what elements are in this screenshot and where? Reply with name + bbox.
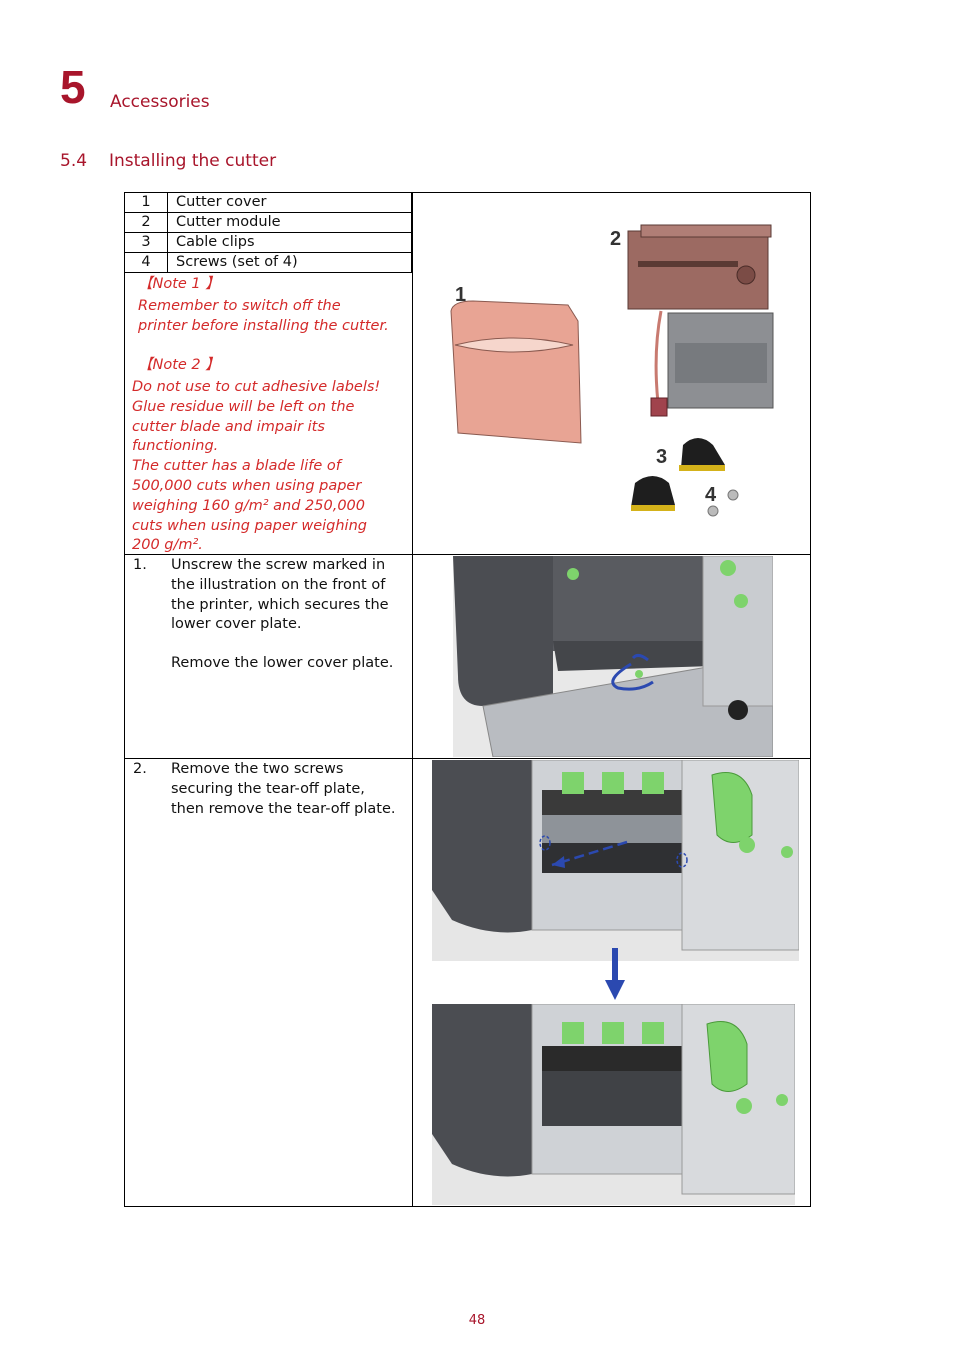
rotate-arrow-icon xyxy=(611,662,654,691)
cutter-cover-image xyxy=(450,300,582,444)
step1-printer-illustration xyxy=(453,556,773,757)
screw-marker xyxy=(635,670,643,678)
note2-text: Do not use to cut adhesive labels! Glue … xyxy=(132,379,381,554)
label-2: 2 xyxy=(610,228,621,250)
part-label: Cutter cover xyxy=(167,192,412,213)
instruction-table xyxy=(124,192,811,1207)
note2-heading: 【Note 2 】 xyxy=(138,357,220,373)
part-label: Cable clips xyxy=(167,232,412,253)
part-number: 1 xyxy=(124,192,168,213)
row-divider xyxy=(124,758,811,759)
cutter-module-image xyxy=(627,224,774,417)
part-number: 2 xyxy=(124,212,168,233)
note1-text: Remember to switch off the printer befor… xyxy=(138,298,389,334)
step1-number: 1. xyxy=(133,557,147,573)
step1-text2: Remove the lower cover plate. xyxy=(171,655,394,671)
row-divider xyxy=(124,554,811,555)
screws-image xyxy=(707,489,739,517)
step2-number: 2. xyxy=(133,761,147,777)
step1-text: Unscrew the screw marked in the illustra… xyxy=(171,557,389,633)
chapter-title: Accessories xyxy=(110,92,210,112)
part-number: 3 xyxy=(124,232,168,253)
step2-printer-before-illustration xyxy=(432,760,799,961)
table-divider xyxy=(412,192,413,1207)
page-number: 48 xyxy=(468,1313,486,1328)
step2-text: Remove the two screws securing the tear-… xyxy=(171,761,396,817)
part-label: Cutter module xyxy=(167,212,412,233)
arrow-down-icon xyxy=(605,948,625,1000)
screw-marker xyxy=(539,835,551,851)
label-1: 1 xyxy=(455,284,466,306)
note1-heading: 【Note 1 】 xyxy=(138,276,220,292)
part-label: Screws (set of 4) xyxy=(167,252,412,273)
cable-clips-image xyxy=(631,438,725,511)
section-number: 5.4 xyxy=(60,151,88,171)
label-3: 3 xyxy=(656,446,667,468)
remove-arrow-icon xyxy=(551,840,628,867)
label-4: 4 xyxy=(705,484,717,506)
chapter-number: 5 xyxy=(60,61,86,113)
part-number: 4 xyxy=(124,252,168,273)
cutter-parts-illustration: 2 1 3 4 xyxy=(450,224,774,517)
section-title: Installing the cutter xyxy=(109,151,277,171)
screw-marker xyxy=(676,852,688,868)
step2-printer-after-illustration xyxy=(432,1004,795,1205)
